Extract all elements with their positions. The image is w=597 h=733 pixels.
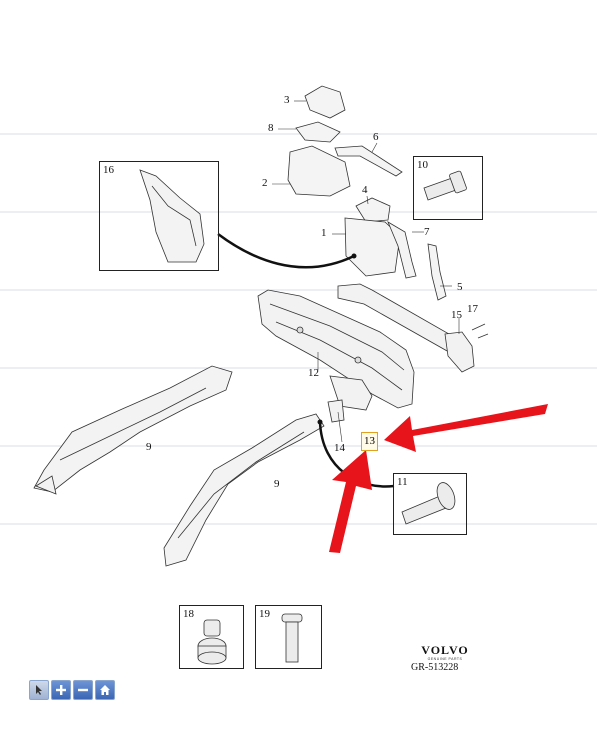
clip-18-drawing [197, 619, 227, 665]
callout-4: 4 [362, 184, 368, 196]
callout-13-highlight[interactable]: 13 [361, 432, 378, 451]
volvo-logo: VOLVO GENUINE PARTS [417, 643, 473, 661]
zoom-out-button[interactable] [73, 680, 93, 700]
detail-box-11: 11 [393, 473, 467, 535]
upper-bracket-assembly [287, 85, 447, 301]
brand-logo-text: VOLVO [421, 643, 469, 657]
detail-box-16-label: 16 [103, 164, 114, 176]
detail-box-19-label: 19 [259, 608, 270, 620]
callout-17: 17 [467, 303, 478, 315]
detail-16-drawing [139, 169, 205, 263]
callout-2: 2 [262, 177, 268, 189]
callout-1: 1 [321, 227, 327, 239]
zoom-in-icon [56, 685, 66, 695]
bolt-19-drawing [281, 613, 303, 663]
detail-box-16: 16 [99, 161, 219, 271]
callout-6: 6 [373, 131, 379, 143]
home-button[interactable] [95, 680, 115, 700]
viewer-toolbar [29, 680, 115, 700]
bolt-11-drawing [401, 482, 456, 525]
callout-9-right: 9 [274, 478, 280, 490]
cross-bar [337, 283, 489, 373]
detail-box-18-label: 18 [183, 608, 194, 620]
detail-box-10: 10 [413, 156, 483, 220]
small-bracket [327, 375, 373, 423]
red-arrows [329, 404, 548, 553]
callout-9-left: 9 [146, 441, 152, 453]
callout-3: 3 [284, 94, 290, 106]
pointer-icon [36, 685, 42, 695]
zoom-in-button[interactable] [51, 680, 71, 700]
callout-7: 7 [424, 226, 430, 238]
home-icon [100, 685, 110, 695]
detail-box-19: 19 [255, 605, 322, 669]
callout-14: 14 [334, 442, 345, 454]
detail-box-10-label: 10 [417, 159, 428, 171]
callout-5: 5 [457, 281, 463, 293]
side-member-right [163, 413, 325, 567]
callout-12: 12 [308, 367, 319, 379]
callout-15: 15 [451, 309, 462, 321]
bolt-10-drawing [423, 170, 467, 201]
leader-lines [272, 100, 460, 443]
brand-sub-text: GENUINE PARTS [427, 657, 463, 661]
red-arrow-bottom [329, 450, 372, 553]
detail-box-11-label: 11 [397, 476, 408, 488]
callout-8: 8 [268, 122, 274, 134]
zoom-out-icon [78, 688, 88, 692]
detail-box-18: 18 [179, 605, 244, 669]
pointer-button[interactable] [29, 680, 49, 700]
red-arrow-right [384, 404, 548, 452]
side-member-left [33, 365, 233, 495]
cross-member [257, 289, 415, 409]
drawing-code: GR-513228 [411, 662, 459, 673]
